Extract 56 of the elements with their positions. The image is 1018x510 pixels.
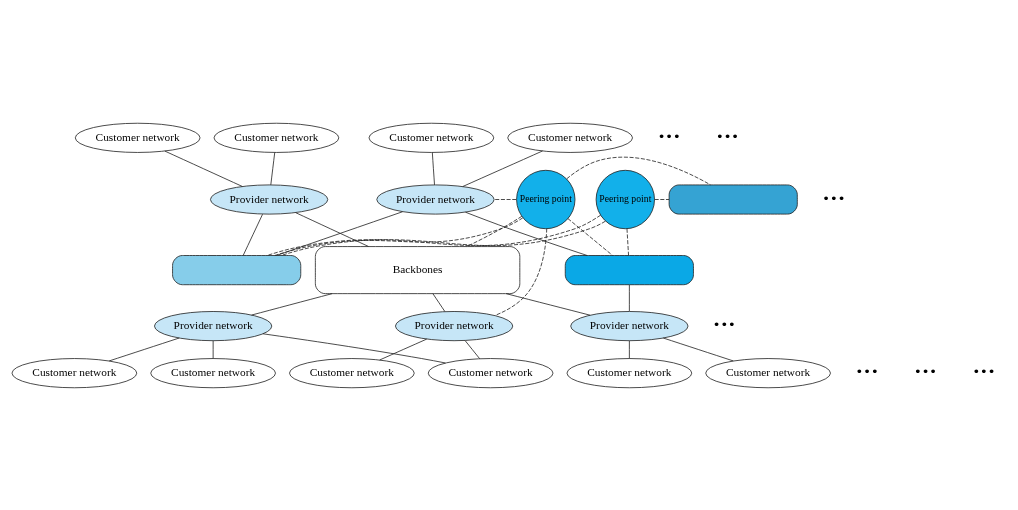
node-ellipse: Customer network xyxy=(566,357,693,388)
connector xyxy=(494,227,548,316)
label: ••• xyxy=(914,363,937,379)
node-ellipse: Provider network xyxy=(570,310,689,341)
node-circle: Peering point xyxy=(516,169,576,229)
connector xyxy=(276,210,404,256)
connector xyxy=(274,216,524,256)
node-ellipse: Customer network xyxy=(213,122,340,153)
connector xyxy=(505,292,591,316)
connector xyxy=(493,198,517,200)
node-ellipse: Provider network xyxy=(154,310,273,341)
connector xyxy=(432,292,446,312)
connector xyxy=(566,156,711,185)
connector xyxy=(108,337,180,361)
node-ellipse: Customer network xyxy=(368,122,495,153)
node-ellipse: Customer network xyxy=(74,122,201,153)
node-box xyxy=(172,254,302,285)
connector xyxy=(662,337,734,361)
connector xyxy=(164,150,243,187)
connector xyxy=(295,211,369,247)
connector xyxy=(628,339,630,359)
connector xyxy=(212,339,214,359)
node-box: Backbones xyxy=(314,245,521,294)
node-ellipse: Customer network xyxy=(150,357,276,388)
connector xyxy=(431,151,435,185)
label: ••• xyxy=(822,190,846,206)
connector xyxy=(567,217,613,256)
node-ellipse: Customer network xyxy=(507,122,633,153)
label: ••• xyxy=(855,363,879,379)
label: ••• xyxy=(972,363,996,379)
connector xyxy=(262,332,446,363)
connector xyxy=(462,150,543,187)
node-ellipse: Provider network xyxy=(376,184,495,215)
node-ellipse: Customer network xyxy=(289,357,415,388)
connector xyxy=(654,198,670,200)
node-ellipse: Provider network xyxy=(395,310,514,341)
node-ellipse: Customer network xyxy=(11,357,138,388)
connector xyxy=(266,214,601,256)
connector xyxy=(251,292,333,315)
label: ••• xyxy=(712,316,736,332)
node-box xyxy=(564,254,694,285)
connector xyxy=(626,227,629,256)
connector xyxy=(270,151,276,185)
connector xyxy=(465,211,588,256)
node-ellipse: Provider network xyxy=(210,184,329,215)
node-box xyxy=(668,184,798,215)
node-ellipse: Customer network xyxy=(427,357,554,388)
label: ••• xyxy=(716,128,740,144)
node-circle: Peering point xyxy=(595,169,655,229)
connector xyxy=(464,339,481,359)
connector xyxy=(242,213,263,256)
connector xyxy=(379,338,428,360)
label: ••• xyxy=(657,128,681,144)
connector xyxy=(628,284,630,312)
node-ellipse: Customer network xyxy=(705,357,831,388)
connector xyxy=(281,220,606,256)
